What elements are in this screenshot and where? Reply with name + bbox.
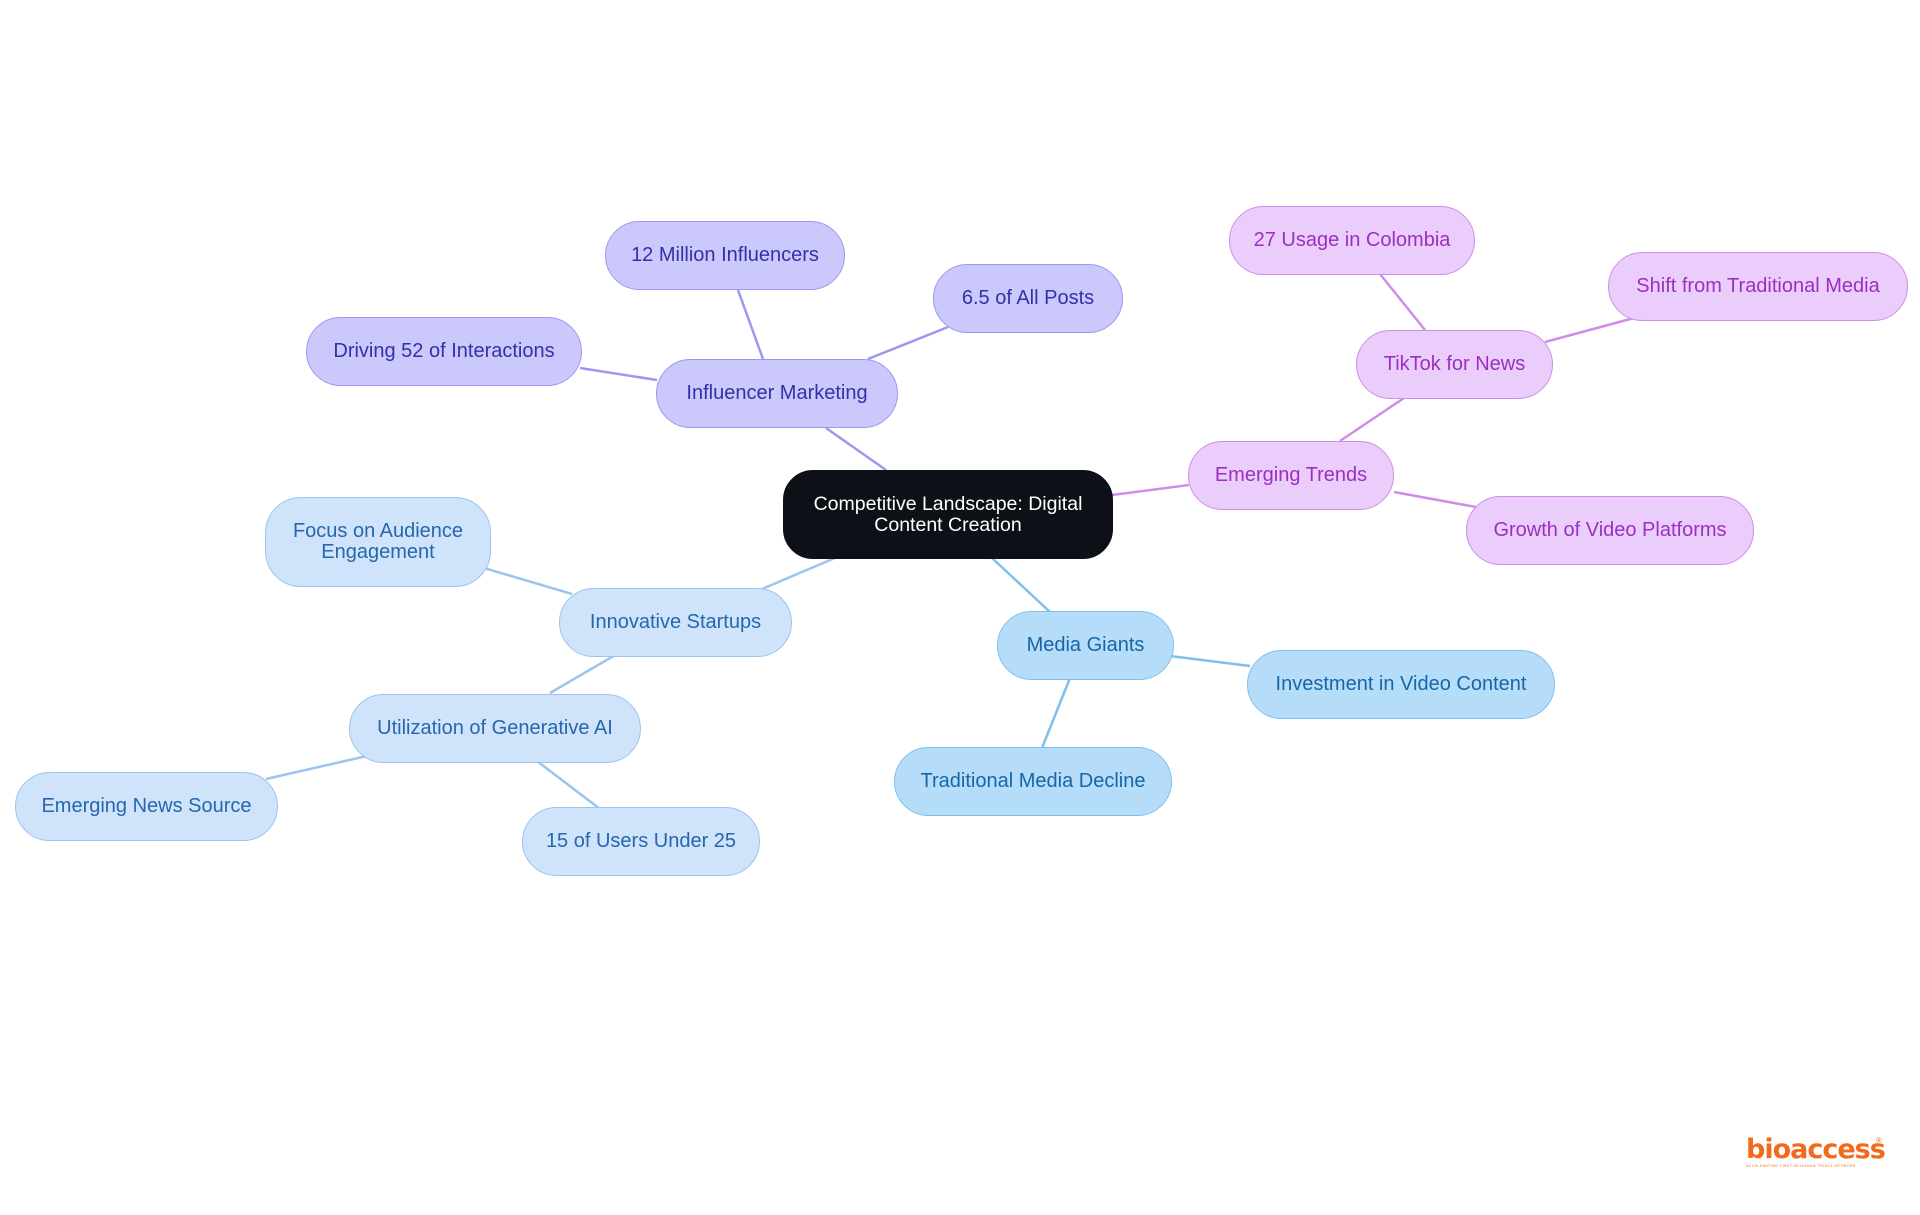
bioaccess-logo: bioaccess ® ACCELERATING FIRST-IN-HUMAN … xyxy=(1746,1134,1886,1170)
edge-genai-users xyxy=(536,760,601,810)
edge-media-decline xyxy=(1040,677,1072,749)
edge-root-influencer xyxy=(825,426,887,472)
edge-media-investment xyxy=(1169,654,1251,668)
edge-tiktok-colombia xyxy=(1379,273,1426,331)
edge-root-trends xyxy=(1111,483,1190,497)
logo-wordmark: bioaccess xyxy=(1746,1134,1886,1165)
registered-mark: ® xyxy=(1876,1136,1882,1145)
edge-genai-emerging xyxy=(265,754,368,781)
leaf-6-5-of-all-posts: 6.5 of All Posts xyxy=(933,264,1123,333)
edge-influencer-driving xyxy=(579,366,658,382)
edge-root-startups xyxy=(761,556,836,591)
edge-influencer-6-5 xyxy=(867,325,949,361)
branch-influencer-marketing: Influencer Marketing xyxy=(656,359,898,428)
leaf-focus-on-audience-engagement: Focus on Audience Engagement xyxy=(265,497,491,587)
leaf-27-usage-in-colombia: 27 Usage in Colombia xyxy=(1229,206,1475,275)
branch-media-giants: Media Giants xyxy=(997,611,1174,680)
logo-tagline: ACCELERATING FIRST-IN-HUMAN TRIALS NETWO… xyxy=(1746,1164,1856,1168)
leaf-emerging-news-source: Emerging News Source xyxy=(15,772,278,841)
edge-influencer-12m xyxy=(736,289,765,360)
root-node: Competitive Landscape: Digital Content C… xyxy=(783,470,1113,559)
edge-trends-video xyxy=(1393,490,1477,509)
branch-innovative-startups: Innovative Startups xyxy=(559,588,792,657)
edge-tiktok-shift xyxy=(1544,316,1635,344)
leaf-driving-52-interactions: Driving 52 of Interactions xyxy=(306,317,582,386)
edge-root-media xyxy=(991,557,1051,613)
leaf-shift-from-traditional-media: Shift from Traditional Media xyxy=(1608,252,1908,321)
edge-startups-focus xyxy=(483,566,573,596)
branch-emerging-trends: Emerging Trends xyxy=(1188,441,1394,510)
leaf-utilization-of-generative-ai: Utilization of Generative AI xyxy=(349,694,641,763)
leaf-15-of-users-under-25: 15 of Users Under 25 xyxy=(522,807,760,876)
leaf-12-million-influencers: 12 Million Influencers xyxy=(605,221,845,290)
edge-startups-genai xyxy=(549,652,618,695)
leaf-tiktok-for-news: TikTok for News xyxy=(1356,330,1553,399)
edge-trends-tiktok xyxy=(1339,396,1405,443)
leaf-growth-of-video-platforms: Growth of Video Platforms xyxy=(1466,496,1754,565)
leaf-traditional-media-decline: Traditional Media Decline xyxy=(894,747,1172,816)
leaf-investment-in-video-content: Investment in Video Content xyxy=(1247,650,1555,719)
